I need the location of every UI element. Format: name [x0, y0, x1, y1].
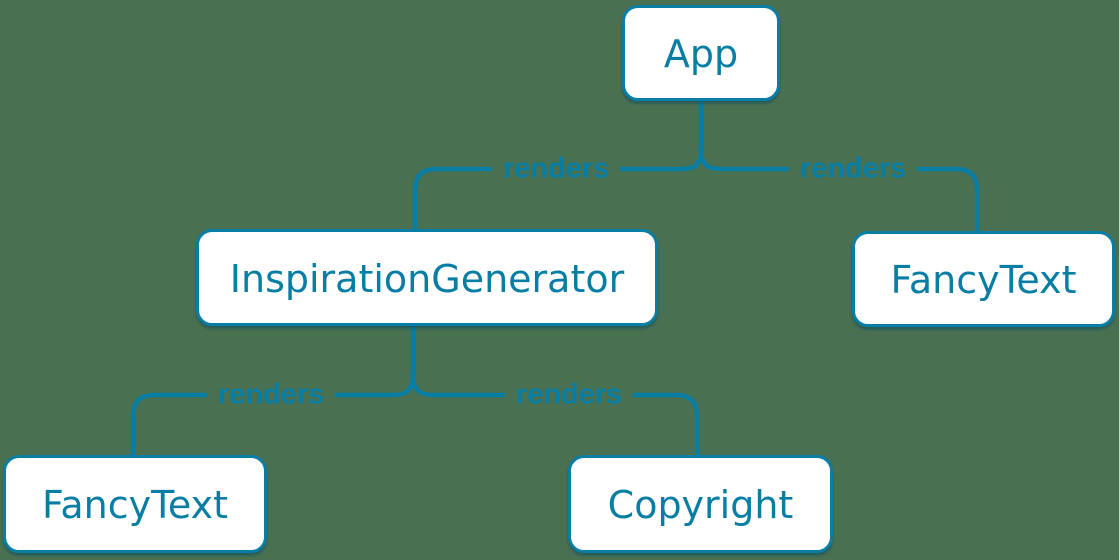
- edge-label-inspiration-generator-copyright: renders: [504, 377, 634, 413]
- edge-label-app-inspiration-generator: renders: [491, 151, 621, 187]
- node-copyright-label: Copyright: [607, 483, 794, 527]
- node-fancy-text-top: FancyText: [852, 231, 1115, 327]
- node-inspiration-generator: InspirationGenerator: [196, 229, 658, 326]
- edge-inspiration-generator-to-fancy-text: [130, 371, 416, 460]
- node-app-label: App: [663, 32, 739, 76]
- node-fancy-text-bottom: FancyText: [3, 455, 267, 553]
- edge-inspiration-generator-to-copyright: [410, 371, 700, 460]
- node-fancy-text-bottom-label: FancyText: [42, 483, 228, 527]
- edge-label-inspiration-generator-fancy-text: renders: [206, 377, 336, 413]
- node-app: App: [622, 5, 780, 101]
- edge-label-app-fancy-text: renders: [788, 151, 918, 187]
- edge-app-to-fancy-text: [698, 146, 980, 236]
- node-copyright: Copyright: [568, 455, 833, 553]
- node-fancy-text-top-label: FancyText: [890, 258, 1077, 302]
- node-inspiration-generator-label: InspirationGenerator: [229, 256, 625, 301]
- edge-app-to-inspiration-generator: [412, 146, 704, 234]
